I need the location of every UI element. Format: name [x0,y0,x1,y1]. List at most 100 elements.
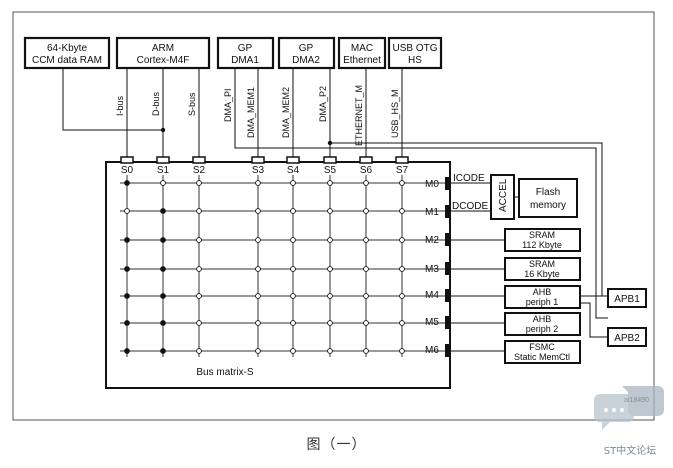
matrix-node-0-7 [399,180,405,186]
master-box-dma1: GP DMA1 [216,36,275,70]
bus-label-ibus: I-bus [115,95,125,116]
master-label-ccm-line2: CCM data RAM [32,55,102,66]
slave-label-ahb1-line1: AHB [533,287,552,297]
matrix-node-2-2 [196,237,202,243]
master-label-dma1-line1: GP [238,43,253,54]
port-s4: S4 [287,165,300,176]
matrix-node-5-1 [160,320,166,326]
matrix-node-6-2 [196,348,202,354]
matrix-node-2-7 [399,237,405,243]
master-label-usb-line2: HS [408,55,422,66]
matrix-node-4-3 [255,293,261,299]
bus-label-sbus: S-bus [187,92,197,116]
slave-connection-lines [450,239,608,352]
slave-label-sram112-line1: SRAM [529,230,555,240]
matrix-node-3-4 [290,266,296,272]
matrix-node-5-0 [124,320,130,326]
port-s7: S7 [396,165,409,176]
master-label-ccm-line1: 64-Kbyte [47,43,87,54]
master-label-dma2-line1: GP [299,43,314,54]
watermark-text: ST中文论坛 [604,444,656,457]
figure-caption: 图（一） [306,437,367,453]
matrix-node-0-3 [255,180,261,186]
slave-box-fsmc: FSMC Static MemCtl [504,340,581,364]
matrix-node-4-2 [196,293,202,299]
master-box-usb: USB OTG HS [387,36,443,70]
bus-label-dma-p2: DMA_P2 [318,86,328,122]
matrix-node-1-4 [290,208,296,214]
matrix-node-6-3 [255,348,261,354]
slave-label-fsmc-line1: FSMC [529,342,555,352]
matrix-node-3-3 [255,266,261,272]
master-box-arm: ARM Cortex-M4F [115,36,211,70]
matrix-node-0-0 [124,180,130,186]
matrix-node-5-7 [399,320,405,326]
matrix-node-5-4 [290,320,296,326]
matrix-node-0-4 [290,180,296,186]
matrix-node-2-6 [363,237,369,243]
matrix-node-2-4 [290,237,296,243]
master-label-dma2-line2: DMA2 [292,55,320,66]
port-s3: S3 [252,165,265,176]
master-port-labels: M0 M1 M2 M3 M4 M5 M6 [425,179,439,356]
bus-matrix [105,161,451,389]
slave-label-sram112-line2: 112 Kbyte [522,240,562,250]
dma-p2-junction-dot [327,140,333,146]
matrix-node-4-6 [363,293,369,299]
matrix-node-0-5 [327,180,333,186]
matrix-node-2-3 [255,237,261,243]
bridge-apb2: APB2 [607,327,647,347]
matrix-node-6-0 [124,348,130,354]
matrix-node-3-2 [196,266,202,272]
port-s1: S1 [157,165,170,176]
matrix-node-1-0 [124,208,130,214]
bus-label-dbus: D-bus [151,91,161,116]
master-label-mac-line2: Ethernet [343,55,381,66]
matrix-node-3-0 [124,266,130,272]
bus-label-dma-pi: DMA_PI [223,88,233,122]
port-m1: M1 [425,207,439,218]
dma-pi-line [234,68,608,319]
port-s0: S0 [121,165,134,176]
matrix-node-1-3 [255,208,261,214]
master-label-arm-line2: Cortex-M4F [137,55,190,66]
matrix-node-6-7 [399,348,405,354]
matrix-node-4-5 [327,293,333,299]
master-port-tabs [445,177,450,357]
master-box-mac: MAC Ethernet [337,36,387,70]
matrix-node-3-6 [363,266,369,272]
matrix-grid [120,175,445,357]
bus-label-ethernet-m: ETHERNET_M [354,85,364,146]
port-m0: M0 [425,179,439,190]
matrix-node-6-1 [160,348,166,354]
matrix-node-1-5 [327,208,333,214]
matrix-node-3-1 [160,266,166,272]
slave-label-flash-line1: Flash [536,187,560,198]
slave-box-ahb1: AHB periph 1 [504,285,581,309]
matrix-node-3-7 [399,266,405,272]
slave-label-ahb2-line2: periph 2 [526,324,559,334]
ccm-connection-line [62,68,163,131]
matrix-node-4-1 [160,293,166,299]
slave-box-sram112: SRAM 112 Kbyte [504,228,581,252]
port-s5: S5 [324,165,337,176]
port-m2: M2 [425,235,439,246]
bus-label-dma-mem1: DMA_MEM1 [246,87,256,138]
bus-labels: I-bus D-bus S-bus DMA_PI DMA_MEM1 DMA_ME… [115,85,400,146]
bus-matrix-label: Bus matrix-S [196,367,254,378]
matrix-node-6-5 [327,348,333,354]
bus-label-dma-mem2: DMA_MEM2 [281,87,291,138]
matrix-node-0-1 [160,180,166,186]
matrix-node-2-0 [124,237,130,243]
accel-box [490,174,515,220]
bridge-label-apb1: APB1 [614,294,640,305]
matrix-node-6-6 [363,348,369,354]
accel-label: ACCEL [498,178,509,212]
slave-label-ahb2-line1: AHB [533,314,552,324]
matrix-node-5-6 [363,320,369,326]
matrix-node-1-6 [363,208,369,214]
master-box-dma2: GP DMA2 [277,36,336,70]
slave-box-flash: Flash memory [518,178,578,218]
slave-label-flash-line2: memory [530,200,566,211]
master-box-ccm: 64-Kbyte CCM data RAM [23,36,111,70]
